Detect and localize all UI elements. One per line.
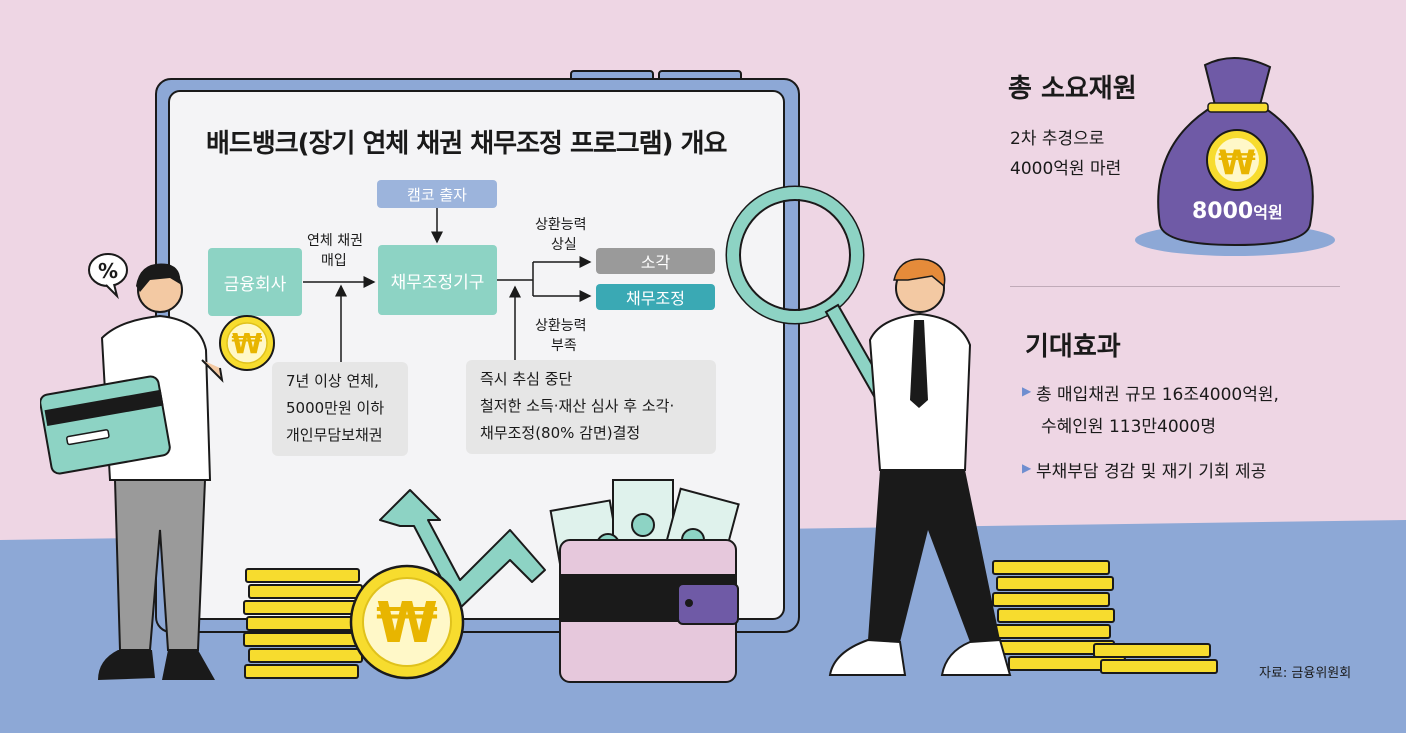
- won-symbol: ₩: [232, 327, 263, 360]
- debt-adjustment-agency-box: 채무조정기구: [378, 245, 497, 315]
- process-line-2: 철저한 소득·재산 심사 후 소각·: [480, 397, 675, 415]
- won-symbol: ₩: [376, 591, 438, 656]
- coin-stack-item: [996, 576, 1114, 591]
- kamco-box: 캠코 출자: [377, 180, 497, 208]
- source-label: 자료: 금융위원회: [1259, 666, 1352, 681]
- process-line-3: 채무조정(80% 감면)결정: [480, 424, 641, 442]
- coin-stack-item: [992, 560, 1110, 575]
- budget-amount: 8000억원: [1192, 199, 1283, 224]
- adjustment-box: 채무조정: [596, 284, 715, 310]
- effect-bullet-icon: ▶: [1022, 384, 1032, 398]
- won-coin-icon: ₩: [219, 315, 275, 371]
- effect-item-2: 부채부담 경감 및 재기 기회 제공: [1036, 462, 1267, 482]
- money-bag-icon: ₩: [1135, 56, 1335, 256]
- effects-heading: 기대효과: [1025, 332, 1121, 362]
- coin-stack-item: [1100, 659, 1218, 674]
- page-title: 배드뱅크(장기 연체 채권 채무조정 프로그램) 개요: [206, 129, 727, 159]
- man-right-illustration: [828, 258, 1012, 676]
- process-line-1: 즉시 추심 중단: [480, 370, 573, 388]
- percent-bubble-icon: %: [88, 253, 128, 300]
- budget-amount-unit: 억원: [1253, 203, 1283, 222]
- won-symbol: ₩: [1218, 143, 1256, 183]
- lack-ability-label-1: 상환능력: [535, 318, 587, 334]
- divider: [1010, 286, 1340, 287]
- effect-bullet-icon: ▶: [1022, 461, 1032, 475]
- purchase-label-2: 매입: [321, 253, 347, 269]
- coin-stack-item: [245, 568, 360, 583]
- budget-amount-number: 8000: [1192, 199, 1254, 224]
- criteria-line-3: 개인무담보채권: [286, 426, 383, 444]
- effect-item-1-line-2: 수혜인원 113만4000명: [1041, 417, 1216, 437]
- criteria-note: 7년 이상 연체, 5000만원 이하 개인무담보채권: [272, 362, 408, 456]
- budget-desc-line-2: 4000억원 마련: [1010, 159, 1122, 179]
- criteria-line-1: 7년 이상 연체,: [286, 372, 379, 390]
- coin-stack-item: [992, 592, 1110, 607]
- lack-ability-label-2: 부족: [551, 338, 577, 354]
- purchase-label-1: 연체 채권: [307, 233, 363, 249]
- financial-company-box: 금융회사: [208, 248, 302, 316]
- coin-stack-item: [997, 608, 1115, 623]
- budget-desc-line-1: 2차 추경으로: [1010, 129, 1105, 149]
- effect-item-1-line-1: 총 매입채권 규모 16조4000억원,: [1036, 385, 1279, 405]
- credit-card-icon: [40, 375, 171, 475]
- criteria-line-2: 5000만원 이하: [286, 399, 385, 417]
- trend-arrow-icon: [379, 489, 546, 611]
- lost-ability-label-1: 상환능력: [535, 217, 587, 233]
- lost-ability-label-2: 상실: [551, 237, 577, 253]
- coin-stack-item: [1093, 643, 1211, 658]
- won-coin-icon: ₩: [349, 564, 465, 680]
- write-off-box: 소각: [596, 248, 715, 274]
- budget-heading: 총 소요재원: [1008, 74, 1137, 104]
- wallet-icon: [549, 479, 740, 683]
- coin-stack-item: [244, 664, 359, 679]
- percent-symbol: %: [98, 259, 118, 283]
- process-note: 즉시 추심 중단 철저한 소득·재산 심사 후 소각· 채무조정(80% 감면)…: [466, 360, 716, 454]
- man-left-illustration: %: [40, 253, 224, 680]
